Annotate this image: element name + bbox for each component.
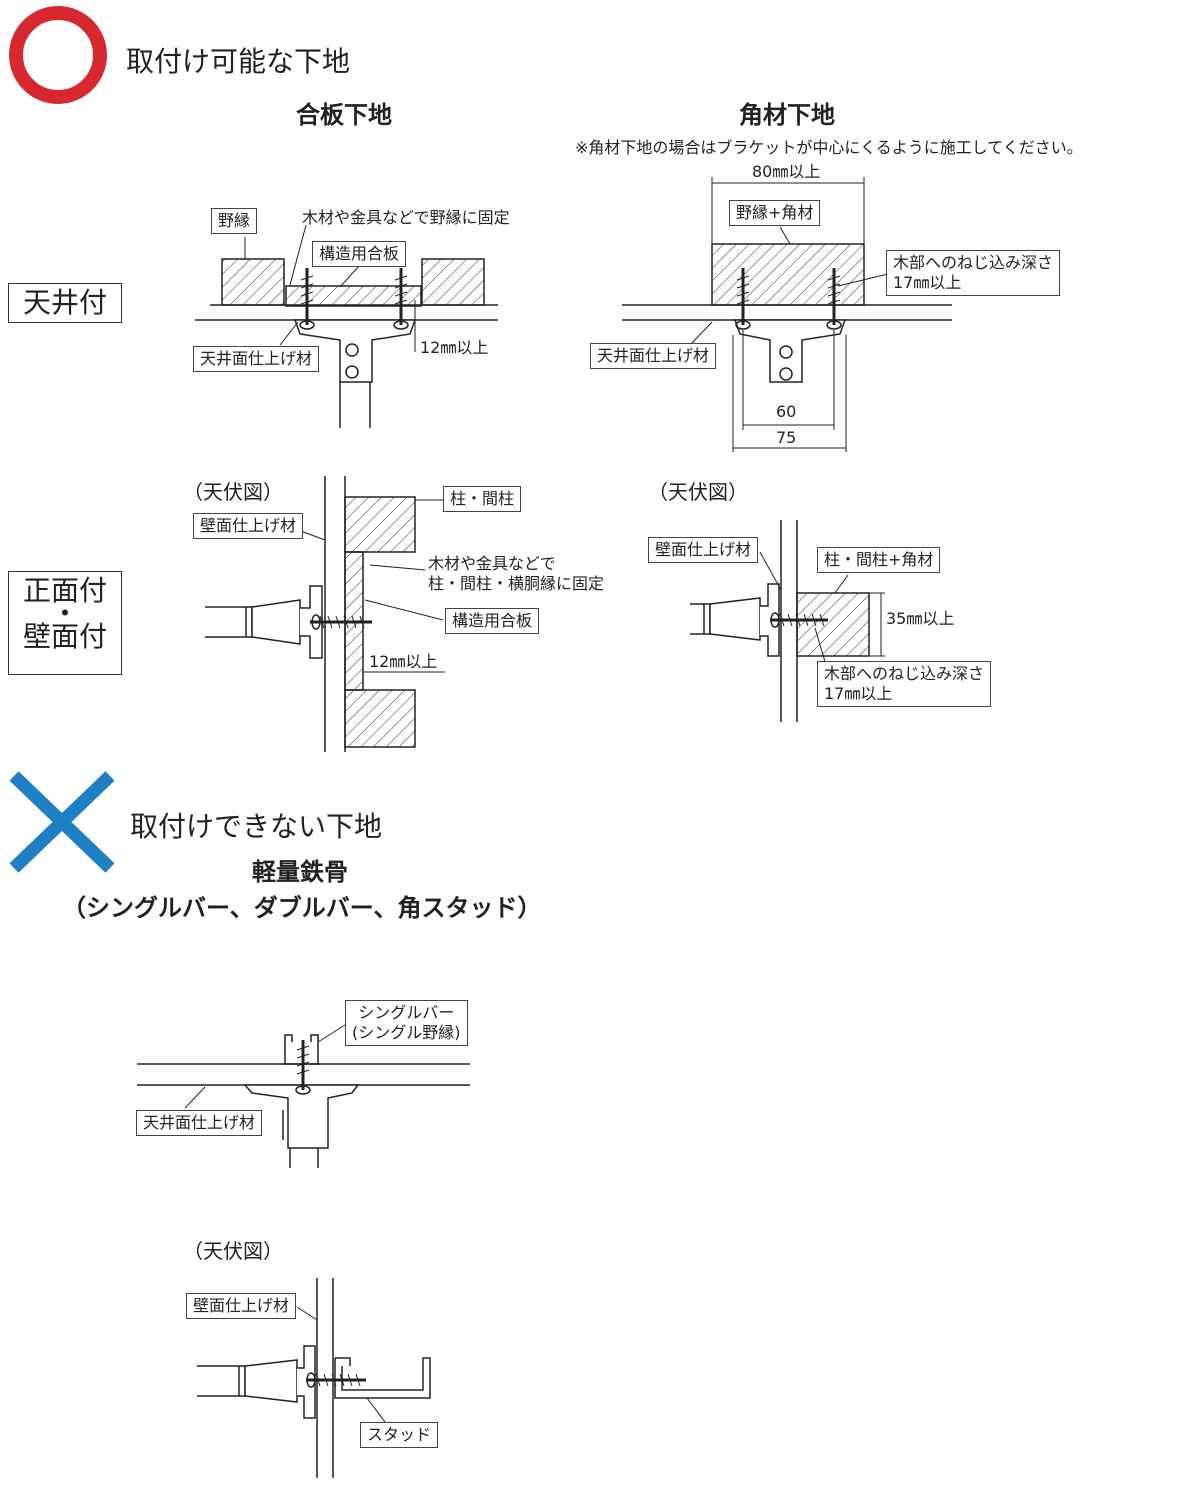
wall-screw-depth-line2: 17㎜以上 <box>824 684 893 703</box>
lumber-title: 角材下地 <box>739 101 835 129</box>
single-bar-line2: (シングル野縁) <box>352 1023 461 1042</box>
label-wall-plywood-depth: 12㎜以上 <box>369 652 438 671</box>
label-ceiling-finish-2: 天井面仕上げ材 <box>590 343 717 369</box>
label-wall-fix-note-2: 柱・間柱・横胴縁に固定 <box>428 574 605 593</box>
screw-depth-line2: 17㎜以上 <box>893 273 962 292</box>
label-lumber-width: 80㎜以上 <box>752 162 821 181</box>
label-wall-screw-depth: 木部へのねじ込み深さ 17㎜以上 <box>817 661 992 707</box>
row-label-wall-line1: 正面付 <box>22 574 107 607</box>
ng-subtitle-2: （シングルバー、ダブルバー、角スタッド） <box>62 894 542 922</box>
label-ng-wall-finish: 壁面仕上げ材 <box>186 1293 297 1319</box>
label-pillar-lumber: 柱・間柱+角材 <box>817 547 941 573</box>
blue-cross-icon <box>9 771 115 873</box>
row-label-ceiling: 天井付 <box>8 283 122 323</box>
ng-wall-diagram <box>197 1278 431 1478</box>
label-nobuchi: 野縁 <box>211 208 258 234</box>
red-circle-icon <box>9 6 107 104</box>
dim-60: 60 <box>776 402 797 421</box>
single-bar-line1: シングルバー <box>358 1003 455 1022</box>
ok-section-title: 取付け可能な下地 <box>126 45 351 78</box>
label-wall-finish: 壁面仕上げ材 <box>193 513 304 539</box>
ng-section-title: 取付けできない下地 <box>130 810 383 843</box>
view-label-2: （天伏図） <box>648 480 748 504</box>
label-pillar: 柱・間柱 <box>443 486 522 512</box>
label-wall-plywood: 構造用合板 <box>445 608 540 634</box>
label-wall-finish-2: 壁面仕上げ材 <box>648 537 759 563</box>
row-label-wall-line2: 壁面付 <box>22 620 107 653</box>
ceiling-plywood-diagram <box>195 224 498 428</box>
view-label-3: （天伏図） <box>183 1239 283 1263</box>
view-label-1: （天伏図） <box>183 480 283 504</box>
label-structural-plywood: 構造用合板 <box>312 241 407 267</box>
lumber-note: ※角材下地の場合はブラケットが中心にくるように施工してください。 <box>575 138 1083 157</box>
wall-screw-depth-line1: 木部へのねじ込み深さ <box>824 664 985 683</box>
ng-subtitle-1: 軽量鉄骨 <box>252 858 348 886</box>
ng-ceiling-diagram <box>137 1024 470 1168</box>
label-wall-fix-note-1: 木材や金具などで <box>428 554 556 573</box>
row-label-wall: 正面付 ・ 壁面付 <box>8 571 122 675</box>
label-ng-ceiling-finish: 天井面仕上げ材 <box>136 1110 263 1136</box>
screw-depth-line1: 木部へのねじ込み深さ <box>893 253 1054 272</box>
ceiling-lumber-diagram <box>622 177 952 452</box>
label-ceiling-finish: 天井面仕上げ材 <box>193 346 320 372</box>
label-wall-lumber-depth: 35㎜以上 <box>886 609 955 628</box>
wall-lumber-diagram <box>690 520 885 722</box>
wall-plywood-diagram <box>205 476 445 752</box>
label-plywood-depth: 12㎜以上 <box>420 338 489 357</box>
label-stud: スタッド <box>360 1422 439 1448</box>
label-fix-note: 木材や金具などで野縁に固定 <box>302 208 510 227</box>
dim-75: 75 <box>776 428 797 447</box>
plywood-title: 合板下地 <box>296 101 392 129</box>
label-nobuchi-lumber: 野縁+角材 <box>729 200 821 226</box>
label-single-bar: シングルバー (シングル野縁) <box>345 1000 468 1046</box>
label-screw-depth: 木部へのねじ込み深さ 17㎜以上 <box>886 250 1061 296</box>
